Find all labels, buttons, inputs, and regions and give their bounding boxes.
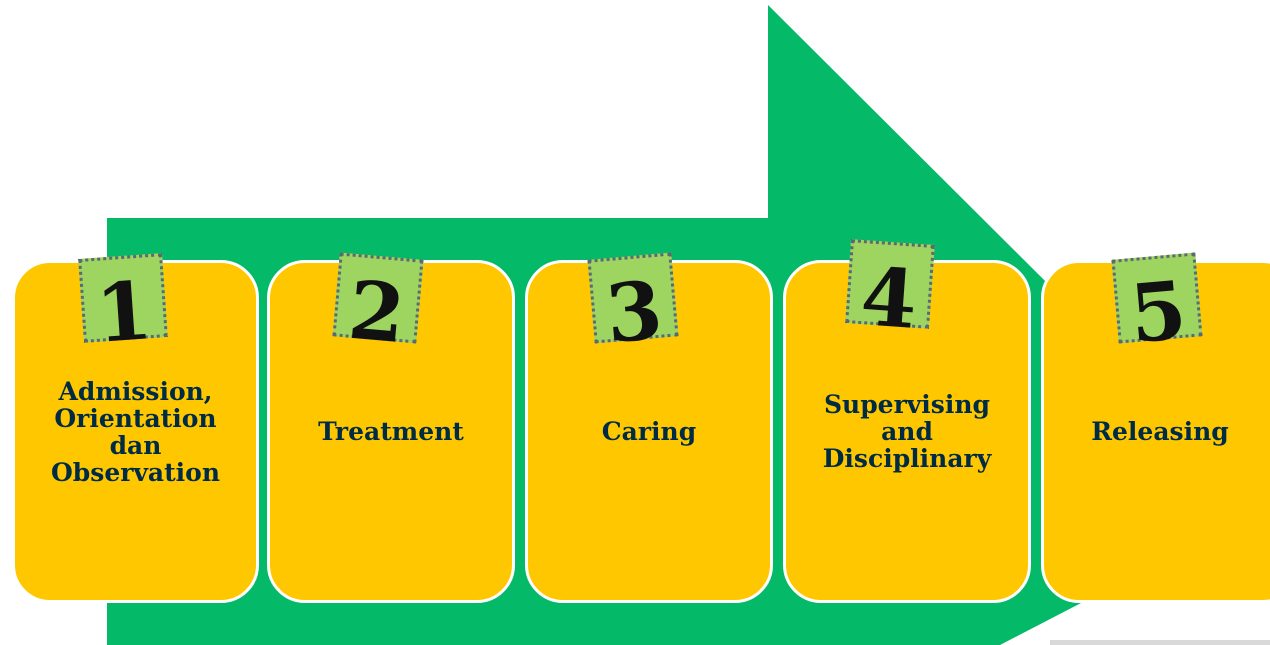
step-number: 2 <box>344 262 409 362</box>
step-number: 3 <box>602 262 667 362</box>
step-card-3: Caring <box>525 260 773 603</box>
corner-widget-icon <box>1050 640 1270 645</box>
step-number-badge-2: 2 <box>332 252 424 361</box>
step-label: Releasing <box>1091 417 1229 446</box>
step-card-2: Treatment <box>267 260 515 603</box>
step-label: Admission, Orientation dan Observation <box>50 376 221 487</box>
step-number: 5 <box>1126 262 1191 362</box>
step-label: Treatment <box>318 417 464 446</box>
step-number: 4 <box>857 249 921 347</box>
step-number: 1 <box>92 263 156 361</box>
step-number-badge-4: 4 <box>845 239 935 347</box>
step-number-badge-1: 1 <box>78 253 168 361</box>
step-number-badge-3: 3 <box>587 252 679 361</box>
step-label: Caring <box>601 417 697 446</box>
step-number-badge-5: 5 <box>1111 252 1203 361</box>
step-label: Supervising and Disciplinary <box>822 390 992 473</box>
